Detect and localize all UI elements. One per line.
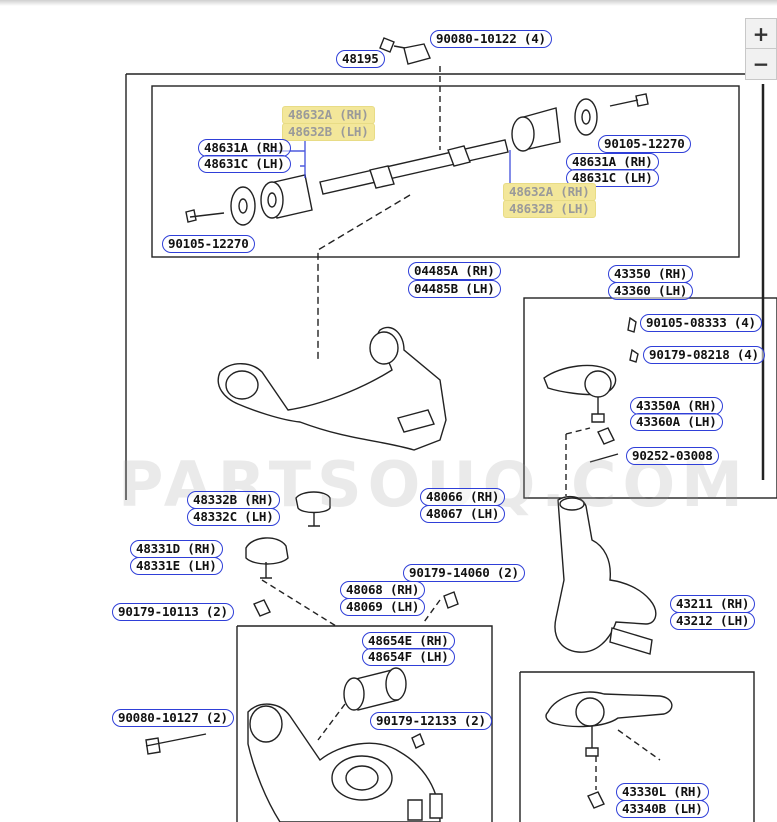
callout-43360-lh[interactable]: 43360 (LH) [608,282,694,300]
callout-90179-10113[interactable]: 90179-10113 (2) [112,603,234,621]
callout-48332b-rh[interactable]: 48332B (RH) [187,491,280,509]
callout-90080-10122[interactable]: 90080-10122 (4) [430,30,552,48]
callout-48632b-lh[interactable]: 48632B (LH) [282,123,375,141]
zoom-in-button[interactable]: + [745,18,777,50]
callout-43350-rh[interactable]: 43350 (RH) [608,265,694,283]
callout-90105-12270-right[interactable]: 90105-12270 [598,135,691,153]
callout-48632a-rh-right[interactable]: 48632A (RH) [503,183,596,201]
callout-43360a-lh[interactable]: 43360A (LH) [630,413,723,431]
top-shadow [0,0,777,6]
callout-90179-12133[interactable]: 90179-12133 (2) [370,712,492,730]
callout-04485a-rh[interactable]: 04485A (RH) [408,262,501,280]
callout-90179-14060[interactable]: 90179-14060 (2) [403,564,525,582]
callout-48654f-lh[interactable]: 48654F (LH) [362,648,455,666]
callout-43212-lh[interactable]: 43212 (LH) [670,612,756,630]
callout-48332c-lh[interactable]: 48332C (LH) [187,508,280,526]
callout-48331d-rh[interactable]: 48331D (RH) [130,540,223,558]
callout-48195[interactable]: 48195 [336,50,385,68]
callout-90179-08218[interactable]: 90179-08218 (4) [643,346,765,364]
callout-48631c-lh-right[interactable]: 48631C (LH) [566,169,659,187]
callout-48068-rh[interactable]: 48068 (RH) [340,581,426,599]
callout-48066-rh[interactable]: 48066 (RH) [420,488,506,506]
callout-48631a-rh[interactable]: 48631A (RH) [198,139,291,157]
callout-48631a-rh-right[interactable]: 48631A (RH) [566,153,659,171]
callout-90252-03008[interactable]: 90252-03008 [626,447,719,465]
callout-48632b-lh-right[interactable]: 48632B (LH) [503,200,596,218]
callout-48331e-lh[interactable]: 48331E (LH) [130,557,223,575]
callout-43211-rh[interactable]: 43211 (RH) [670,595,756,613]
callout-48631c-lh[interactable]: 48631C (LH) [198,155,291,173]
callout-48067-lh[interactable]: 48067 (LH) [420,505,506,523]
callout-04485b-lh[interactable]: 04485B (LH) [408,280,501,298]
zoom-out-button[interactable]: − [745,48,777,80]
callout-48069-lh[interactable]: 48069 (LH) [340,598,426,616]
callout-90105-12270-left[interactable]: 90105-12270 [162,235,255,253]
callout-90080-10127[interactable]: 90080-10127 (2) [112,709,234,727]
callout-48632a-rh[interactable]: 48632A (RH) [282,106,375,124]
callout-90105-08333[interactable]: 90105-08333 (4) [640,314,762,332]
callout-43330l-rh[interactable]: 43330L (RH) [616,783,709,801]
callout-43340b-lh[interactable]: 43340B (LH) [616,800,709,818]
